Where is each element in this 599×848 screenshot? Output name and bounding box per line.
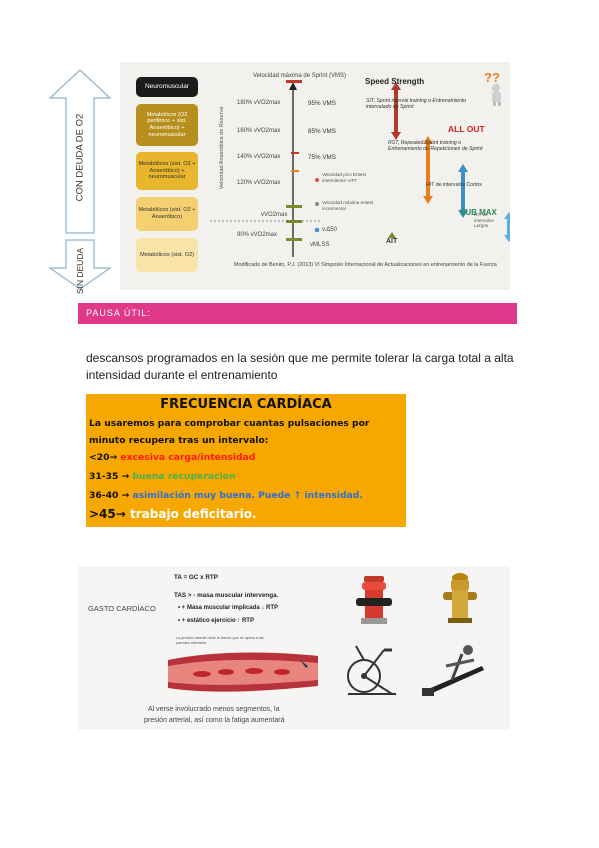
gc-formula-3: • + Masa muscular implicada ↓ RTP (178, 605, 278, 611)
fc-title: FRECUENCIA CARDÍACA (160, 397, 332, 412)
fc-row-3: 36-40 → asimilación muy buena. Puede ↑ i… (89, 490, 363, 501)
air-bike-icon (347, 645, 396, 695)
vvo2-120: 120% vVO2max (237, 180, 281, 186)
gc-formula-4-text: + estático ejercicio ↑ RTP (181, 618, 254, 624)
vvo2-180: 180% vVO2max (237, 100, 281, 106)
fc-row-4: >45→ trabajo deficitario. (89, 507, 257, 521)
fc-row-2-text: buena recuperacion (132, 471, 236, 482)
gc-formula-2: TAS > - masa muscular intervenga. (174, 592, 279, 599)
fc-row-3-range: 36-40 → (89, 490, 130, 501)
level-metabolic-4: Metabólicos (sist. O2) (136, 238, 198, 272)
blood-vessel-illustration (168, 652, 318, 692)
hit-cortos-label: HIT de intervalos Cortos (426, 182, 482, 188)
fc-intro-1: La usaremos para comprobar cuantas pulsa… (89, 418, 370, 429)
vvo2-140: 140% vVO2max (237, 154, 281, 160)
gc-caption-2: presión arterial, así como la fatiga aum… (144, 717, 285, 724)
zones-graphic (210, 80, 510, 257)
gold-hydrant-icon (443, 573, 477, 623)
vmlss-label: vMLSS (310, 242, 330, 248)
all-out-label: ALL OUT (448, 124, 485, 134)
legend-v: v.Δ50 (322, 227, 337, 233)
vms-95: 95% VMS (308, 100, 336, 107)
vvo2-max: vVO2max (261, 212, 288, 218)
vms-top-label: Velocidad máxima de Sprint (VMS) (253, 73, 347, 79)
vms-85: 85% VMS (308, 128, 336, 135)
level-metabolic-3: Metabólicos (sist. O2 + Anaeróbico) (136, 197, 198, 231)
hit-largos-label: HIT de intervalos Largos (474, 212, 494, 229)
vms-75: 75% VMS (308, 154, 336, 161)
level-neuromuscular: Neuromuscular (136, 77, 198, 97)
training-zones-figure: CON DEUDA DE O2 SIN DEUDA Neuromuscular … (40, 62, 510, 294)
pausa-description: descansos programados en la sesión que m… (86, 351, 514, 382)
gc-caption-1: Al verse involucrado menos segmentos, la (148, 706, 280, 713)
sin-deuda-label: SIN DEUDA (75, 247, 85, 295)
level-metabolic-1: Metabólicos (O2 periférico + sist. Anaer… (136, 104, 198, 146)
fc-row-2: 31-35 → buena recuperacion (89, 471, 236, 482)
fc-row-1-text: excesiva carga/intensidad (120, 452, 256, 463)
legend-pico: Velocidad pico Entest intermitente VIFT (322, 172, 366, 183)
vvo2-160: 160% vVO2max (237, 128, 281, 134)
gc-title: GASTO CARDÍACO (88, 604, 156, 613)
gc-formula-3-text: + Masa muscular implicada ↓ RTP (181, 605, 278, 611)
fc-row-3-text: asimilación muy buena. Puede ↑ intensida… (132, 490, 363, 501)
sub-max-label: SUB MAX (460, 208, 497, 217)
thinking-figure-icon: ?? (484, 70, 501, 106)
gc-formula-1: TA = GC x RTP (174, 574, 218, 581)
left-arrows-graphic (48, 69, 112, 290)
level-metabolic-2: Metabólicos (sist. O2 + Anaeróbico) + ne… (136, 152, 198, 190)
con-deuda-label: CON DEUDA DE O2 (74, 113, 86, 202)
weight-machine-icon (422, 645, 484, 696)
ait-label: AIT (386, 238, 398, 245)
fc-row-2-range: 31-35 → (89, 471, 130, 482)
citation: Modificado de Benito, P.J. (2013) VI Sim… (234, 262, 497, 268)
legend-maxima: Velocidad máxima entest incremental (322, 200, 374, 211)
fc-row-4-range: >45→ (89, 507, 126, 521)
gasto-cardiaco-figure: GASTO CARDÍACO TA = GC x RTP TAS > - mas… (78, 566, 510, 730)
fc-row-1: <20→ excesiva carga/intensidad (89, 452, 255, 463)
frecuencia-cardiaca-box: FRECUENCIA CARDÍACA La usaremos para com… (86, 394, 406, 527)
red-hydrant-icon (356, 576, 392, 624)
fc-row-1-range: <20→ (89, 452, 118, 463)
svg-text:??: ?? (484, 70, 500, 85)
vessel-caption: La presión arterial mide la fuerza que s… (176, 636, 264, 645)
pausa-util-label: PAUSA ÚTIL: (86, 308, 151, 318)
vvo2-90: 90% vVO2max (237, 232, 278, 238)
pausa-util-bar: PAUSA ÚTIL: (78, 303, 517, 324)
speed-strength-label: Speed Strength (365, 77, 425, 86)
fc-intro-2: minuto recupera tras un intervalo: (89, 435, 269, 446)
fc-row-4-text: trabajo deficitario. (130, 507, 257, 521)
rst-label: RST, Repeated Sprint training o Entrenam… (388, 140, 483, 153)
gc-formula-4: • + estático ejercicio ↑ RTP (178, 618, 254, 624)
sit-label: SIT, Sprint interval training o Entrenam… (366, 98, 467, 111)
